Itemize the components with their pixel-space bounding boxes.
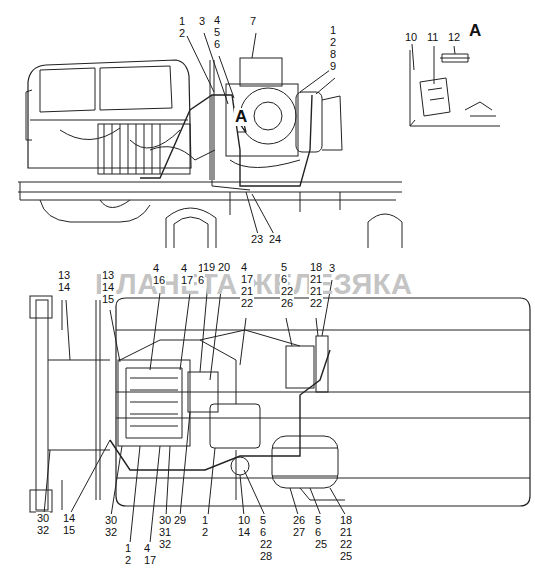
callout-number: 26 [292, 514, 306, 526]
callout-number: 1 [178, 15, 186, 27]
callout-number: 17 [180, 274, 194, 286]
callout-number: 6 [213, 38, 221, 50]
callout-number: 4 [143, 542, 151, 554]
callout-number: 32 [104, 526, 118, 538]
callout-number: 1 [124, 542, 132, 554]
callout-number: 22 [339, 538, 353, 550]
callout-number: 16 [152, 274, 166, 286]
callout-number: 20 [217, 261, 231, 273]
callout-number: 14 [101, 281, 115, 293]
callout-number: 2 [124, 554, 132, 566]
callout-number: 2 [201, 526, 209, 538]
callout-number: 21 [339, 526, 353, 538]
callout-number: 15 [62, 524, 76, 536]
callout-number: 4 [152, 262, 160, 274]
callout-number: 22 [259, 538, 273, 550]
callout-number: 2 [178, 27, 186, 39]
callout-number: 19 [202, 261, 216, 273]
callout-number: 28 [259, 550, 273, 562]
callout-number: 32 [36, 524, 50, 536]
callout-number: 5 [314, 514, 322, 526]
callout-number: 3 [198, 15, 206, 27]
callout-number: 5 [259, 514, 267, 526]
callout-number: 13 [57, 269, 71, 281]
callout-number: 4 [240, 261, 248, 273]
callout-number: 5 [280, 261, 288, 273]
callout-number: 30 [104, 514, 118, 526]
callout-number: 6 [314, 526, 322, 538]
callout-number: 25 [314, 538, 328, 550]
callout-number: 6 [259, 526, 267, 538]
view-letter: A [234, 108, 248, 126]
callout-number: 18 [339, 514, 353, 526]
callout-number: 14 [57, 281, 71, 293]
callout-number: 17 [240, 273, 254, 285]
callout-number: 6 [280, 273, 288, 285]
callout-number: 30 [158, 514, 172, 526]
callout-number: 14 [237, 526, 251, 538]
callout-number: 3 [328, 262, 336, 274]
callout-number: 10 [237, 514, 251, 526]
callout-number: 14 [62, 512, 76, 524]
callout-number: 26 [280, 297, 294, 309]
callout-number: 22 [309, 297, 323, 309]
callout-number: 21 [309, 273, 323, 285]
callout-number: 22 [280, 285, 294, 297]
callout-number: 23 [250, 233, 264, 245]
callout-number: 1 [201, 514, 209, 526]
callout-number: 31 [158, 526, 172, 538]
callout-number: 13 [101, 269, 115, 281]
callout-number: 27 [292, 526, 306, 538]
callout-number: 25 [339, 550, 353, 562]
callout-number: 11 [426, 31, 439, 43]
callout-number: 2 [329, 36, 337, 48]
callout-number: 18 [309, 261, 323, 273]
callout-number: 9 [329, 60, 337, 72]
callout-number: 32 [158, 538, 172, 550]
callout-number: 6 [197, 274, 205, 286]
callout-number: 8 [329, 48, 337, 60]
callout-number: 5 [213, 26, 221, 38]
callout-number: 30 [36, 512, 50, 524]
callout-number: 24 [268, 233, 282, 245]
callout-number: 29 [173, 514, 187, 526]
callout-number: 21 [309, 285, 323, 297]
callout-number: 4 [180, 262, 188, 274]
callout-number: 4 [213, 14, 221, 26]
callout-number: 21 [240, 285, 254, 297]
callout-number: 7 [249, 15, 257, 27]
callout-number: 15 [101, 293, 115, 305]
callout-number: 10 [404, 31, 418, 43]
callout-number: 22 [240, 297, 254, 309]
callout-number: 12 [447, 31, 461, 43]
callout-number: 17 [143, 554, 157, 566]
view-letter: A [468, 22, 482, 40]
callout-number: 1 [329, 24, 337, 36]
